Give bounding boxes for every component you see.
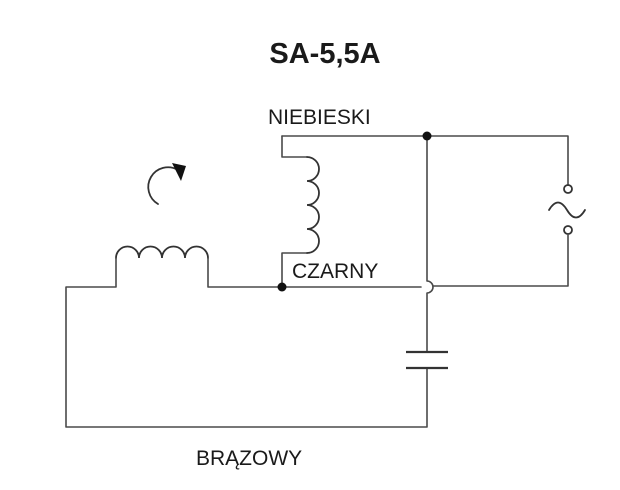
capacitor <box>406 350 448 370</box>
wire-coil-to-junction <box>207 257 422 288</box>
vertical-winding-coil <box>306 156 320 254</box>
wire-right-return <box>432 233 569 287</box>
wire-center-vertical <box>426 135 434 353</box>
label-blue-lead: NIEBIESKI <box>268 106 371 129</box>
wire-top <box>281 135 569 186</box>
rotation-arrow-icon <box>147 163 186 205</box>
ac-supply-icon <box>548 184 586 235</box>
wire-left-loop <box>65 257 428 428</box>
horizontal-winding-coil <box>115 245 209 259</box>
label-brown-lead: BRĄZOWY <box>196 447 302 470</box>
wire-vertical-coil-lead <box>281 135 308 288</box>
label-black-lead: CZARNY <box>292 260 378 283</box>
diagram-title: SA-5,5A <box>269 38 380 70</box>
junction-node-left <box>277 282 287 292</box>
junction-node-top <box>422 131 432 141</box>
